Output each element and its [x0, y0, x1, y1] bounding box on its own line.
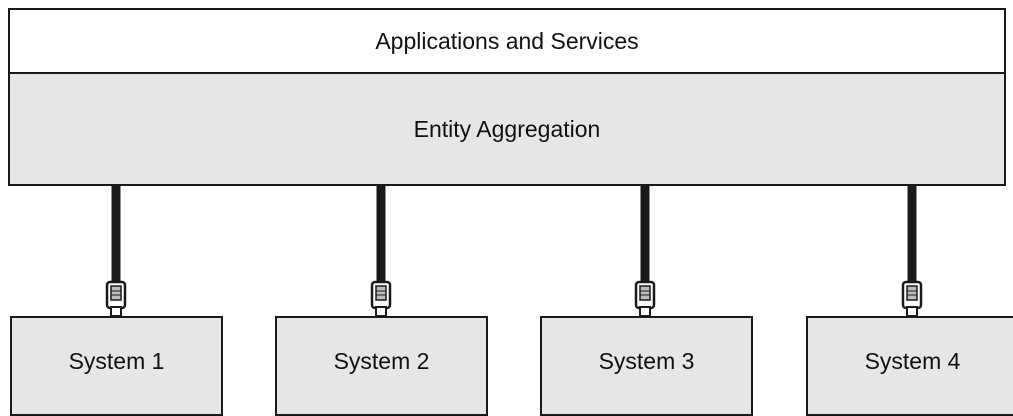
cable-plug-icon	[634, 280, 656, 317]
system-2-box: System 2	[275, 316, 488, 416]
connector-3	[634, 185, 656, 317]
connector-4	[901, 185, 923, 317]
applications-services-label: Applications and Services	[375, 27, 639, 54]
system-1-box: System 1	[10, 316, 223, 416]
system-4-box: System 4	[806, 316, 1013, 416]
system-3-box: System 3	[540, 316, 753, 416]
connector-1	[105, 185, 127, 317]
connector-2	[370, 185, 392, 317]
cable-plug-icon	[105, 280, 127, 317]
entity-aggregation-layer: Entity Aggregation	[8, 72, 1006, 186]
cable-plug-icon	[370, 280, 392, 317]
entity-aggregation-label: Entity Aggregation	[413, 115, 601, 142]
system-2-label: System 2	[333, 348, 430, 374]
applications-services-layer: Applications and Services	[8, 8, 1006, 74]
system-1-label: System 1	[68, 348, 165, 374]
system-3-label: System 3	[598, 348, 695, 374]
cable-plug-icon	[901, 280, 923, 317]
system-4-label: System 4	[864, 348, 961, 374]
